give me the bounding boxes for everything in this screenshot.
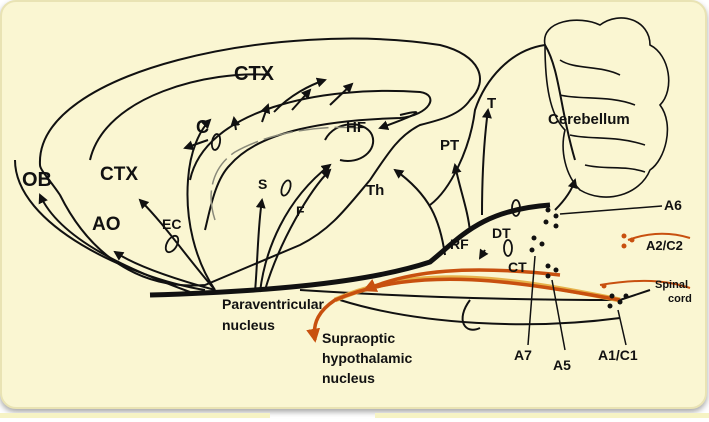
bottom-strip xyxy=(375,413,709,418)
dorsal-bundle xyxy=(149,202,551,298)
hf-return xyxy=(378,111,418,130)
a2-tract xyxy=(627,232,691,241)
a2c2-dot xyxy=(621,233,627,239)
label-ao: AO xyxy=(92,214,121,235)
ventral-outline xyxy=(461,299,481,331)
a6-dot xyxy=(553,223,559,229)
a2c2-dot xyxy=(629,237,635,243)
fornix-projection xyxy=(259,163,332,293)
s-projection xyxy=(254,198,266,293)
label-a1c1: A1/C1 xyxy=(598,347,638,363)
ctx-projection-6 xyxy=(273,77,327,113)
label-son-line1: Supraoptic xyxy=(322,330,395,346)
label-ct: CT xyxy=(508,259,527,275)
label-t: T xyxy=(487,95,496,112)
label-a2c2: A2/C2 xyxy=(646,238,683,253)
ctx-projection-1 xyxy=(183,139,209,151)
outer-cortex-outline xyxy=(89,73,271,161)
label-son-line2: hypothalamic xyxy=(322,350,412,366)
a2c2-dot xyxy=(621,243,627,249)
label-f: F xyxy=(296,203,305,219)
label-cerebellum: Cerebellum xyxy=(548,111,630,128)
a1c1-dot xyxy=(609,293,615,299)
label-a5: A5 xyxy=(553,357,571,373)
a5-leader xyxy=(551,279,566,351)
label-ob: OB xyxy=(22,169,52,191)
label-ctx-front: CTX xyxy=(100,164,138,185)
label-c: C xyxy=(196,117,209,137)
ec-bundle-marker xyxy=(164,234,180,254)
a6-dot xyxy=(545,207,551,213)
a5-dot xyxy=(545,273,551,279)
label-son-line3: nucleus xyxy=(322,370,375,386)
inner-fiber xyxy=(210,126,361,221)
dt-bundle-marker xyxy=(511,199,521,217)
cerebellum-projection xyxy=(554,178,578,211)
label-spinal: Spinal xyxy=(655,279,688,291)
a7-dot xyxy=(531,235,537,241)
ob-projection xyxy=(38,193,191,293)
pvn-tract xyxy=(362,268,561,292)
a6-dot xyxy=(543,219,549,225)
label-cord: cord xyxy=(668,293,692,305)
c-bundle-marker xyxy=(210,133,222,151)
bottom-strip xyxy=(0,413,270,418)
th-projection xyxy=(393,168,446,256)
a7-dot xyxy=(539,241,545,247)
ct-bundle-marker xyxy=(503,239,513,257)
rf-projection xyxy=(478,248,489,260)
t-projection xyxy=(481,108,492,216)
label-a6: A6 xyxy=(664,197,682,213)
a5-dot xyxy=(545,263,551,269)
label-dt: DT xyxy=(492,225,511,241)
cingulate-projection xyxy=(186,118,216,291)
label-rf: RF xyxy=(450,236,469,252)
cerebellum-outline xyxy=(543,17,670,198)
label-pvn-line2: nucleus xyxy=(222,317,275,333)
ec-projection xyxy=(138,198,216,291)
spinal-tract xyxy=(599,279,691,289)
a6-leader xyxy=(559,205,663,215)
label-s: S xyxy=(258,176,267,192)
label-ctx-top: CTX xyxy=(234,63,275,85)
corpus-callosum-outline xyxy=(189,89,432,231)
ctx-projection-4 xyxy=(291,88,312,111)
pt-projection xyxy=(451,163,471,233)
ctx-projection-5 xyxy=(329,82,354,106)
a5-dot xyxy=(553,267,559,273)
lower-outline xyxy=(339,299,621,326)
label-pvn-line1: Paraventricular xyxy=(222,296,324,312)
a1c1-dot xyxy=(617,299,623,305)
ctx-projection-3 xyxy=(260,103,271,123)
cerebellum-folia xyxy=(559,59,646,173)
label-ec: EC xyxy=(162,216,181,232)
a7-dot xyxy=(529,247,535,253)
label-pt: PT xyxy=(440,137,459,154)
a7-leader xyxy=(527,255,536,346)
label-a7: A7 xyxy=(514,347,532,363)
label-hf: HF xyxy=(346,119,366,136)
f-bundle-marker xyxy=(280,179,292,197)
ao-projection xyxy=(113,250,216,291)
brain-outline xyxy=(38,37,481,287)
a1c1-dot xyxy=(607,303,613,309)
ctx-projection-2 xyxy=(230,116,241,131)
brainstem-floor xyxy=(299,289,651,302)
a1c1-dot xyxy=(623,293,629,299)
a1c1-leader xyxy=(617,309,627,346)
olfactory-bulb-outline xyxy=(14,159,206,291)
label-th: Th xyxy=(366,182,384,199)
a1c1-orange-dot xyxy=(601,283,607,289)
hf-projection xyxy=(264,168,332,291)
a6-dot xyxy=(553,213,559,219)
